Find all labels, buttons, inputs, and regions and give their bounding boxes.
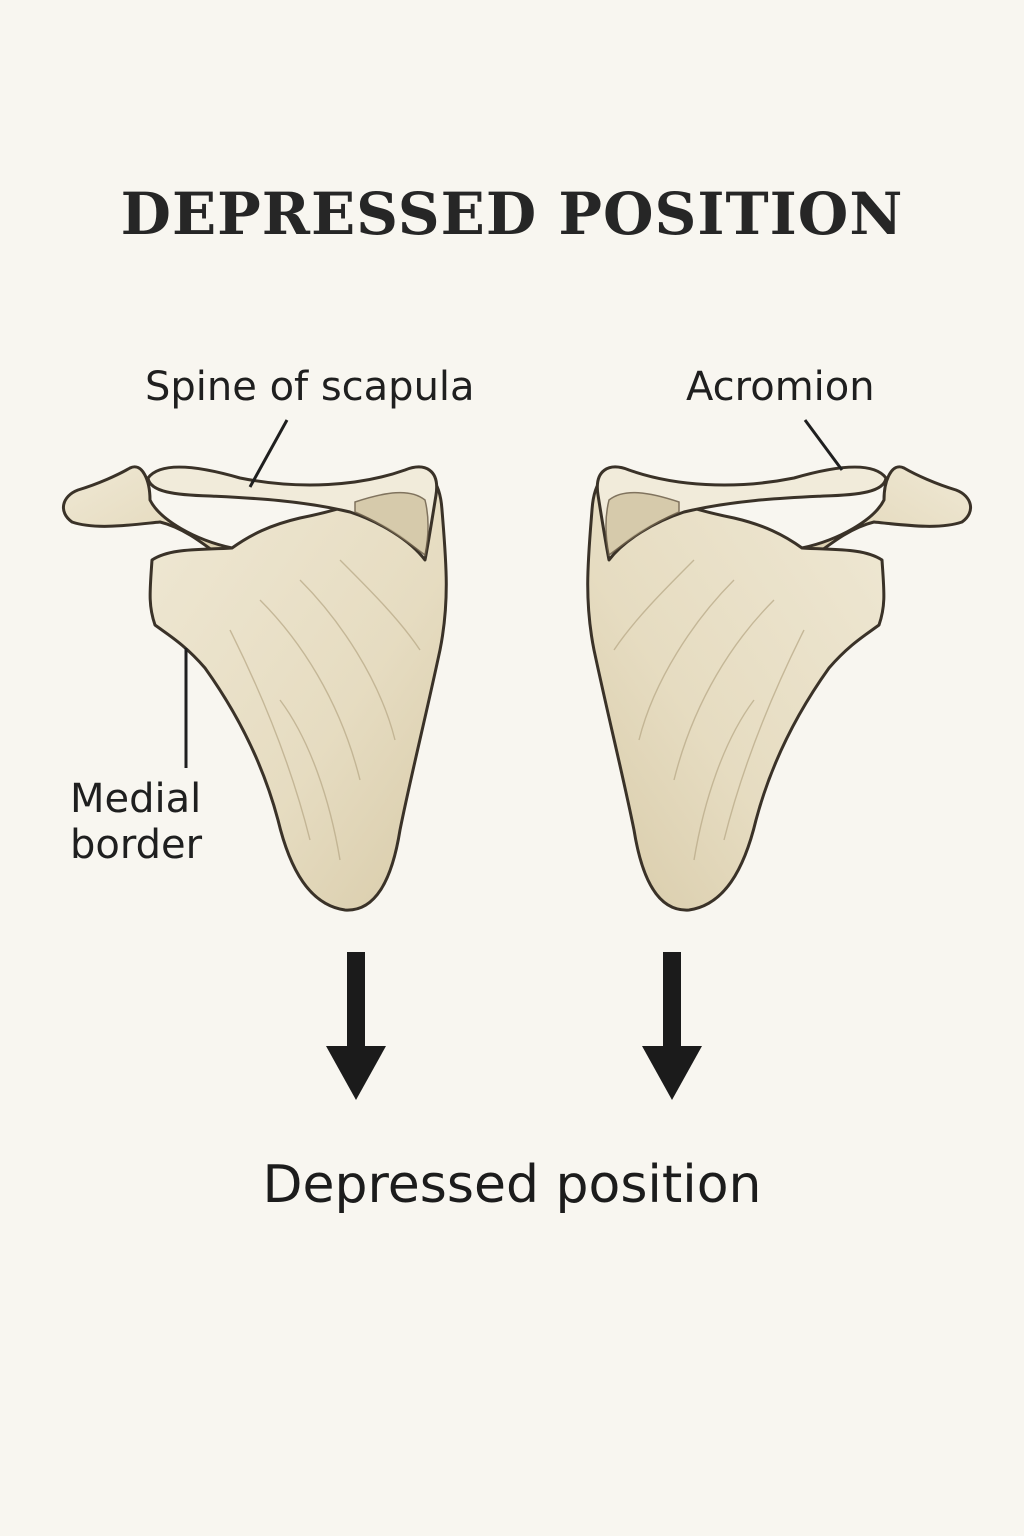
left-scapula-texture [229,559,421,861]
label-medial-line2: border [70,822,203,868]
right-scapular-spine [595,465,888,562]
left-scapular-spine [146,465,439,562]
label-acromion: Acromion [686,364,875,410]
left-scapula [62,465,448,912]
spine-leader-line [248,419,289,488]
label-spine-of-scapula: Spine of scapula [145,364,475,410]
left-down-arrow-icon [326,952,386,1100]
label-medial-line1: Medial [70,776,202,822]
left-supraspinous-fossa [354,491,429,557]
diagram-caption: Depressed position [262,1155,762,1215]
label-medial-border: Medial border [70,776,202,868]
left-coracoid-process [62,465,234,567]
right-coracoid-process [800,465,972,567]
right-scapula [586,465,972,912]
right-scapula-texture [613,559,805,861]
right-down-arrow-icon [642,952,702,1100]
acromion-leader-line [803,419,844,471]
diagram-title: DEPRESSED POSITION [120,180,904,248]
right-supraspinous-fossa [605,491,680,557]
